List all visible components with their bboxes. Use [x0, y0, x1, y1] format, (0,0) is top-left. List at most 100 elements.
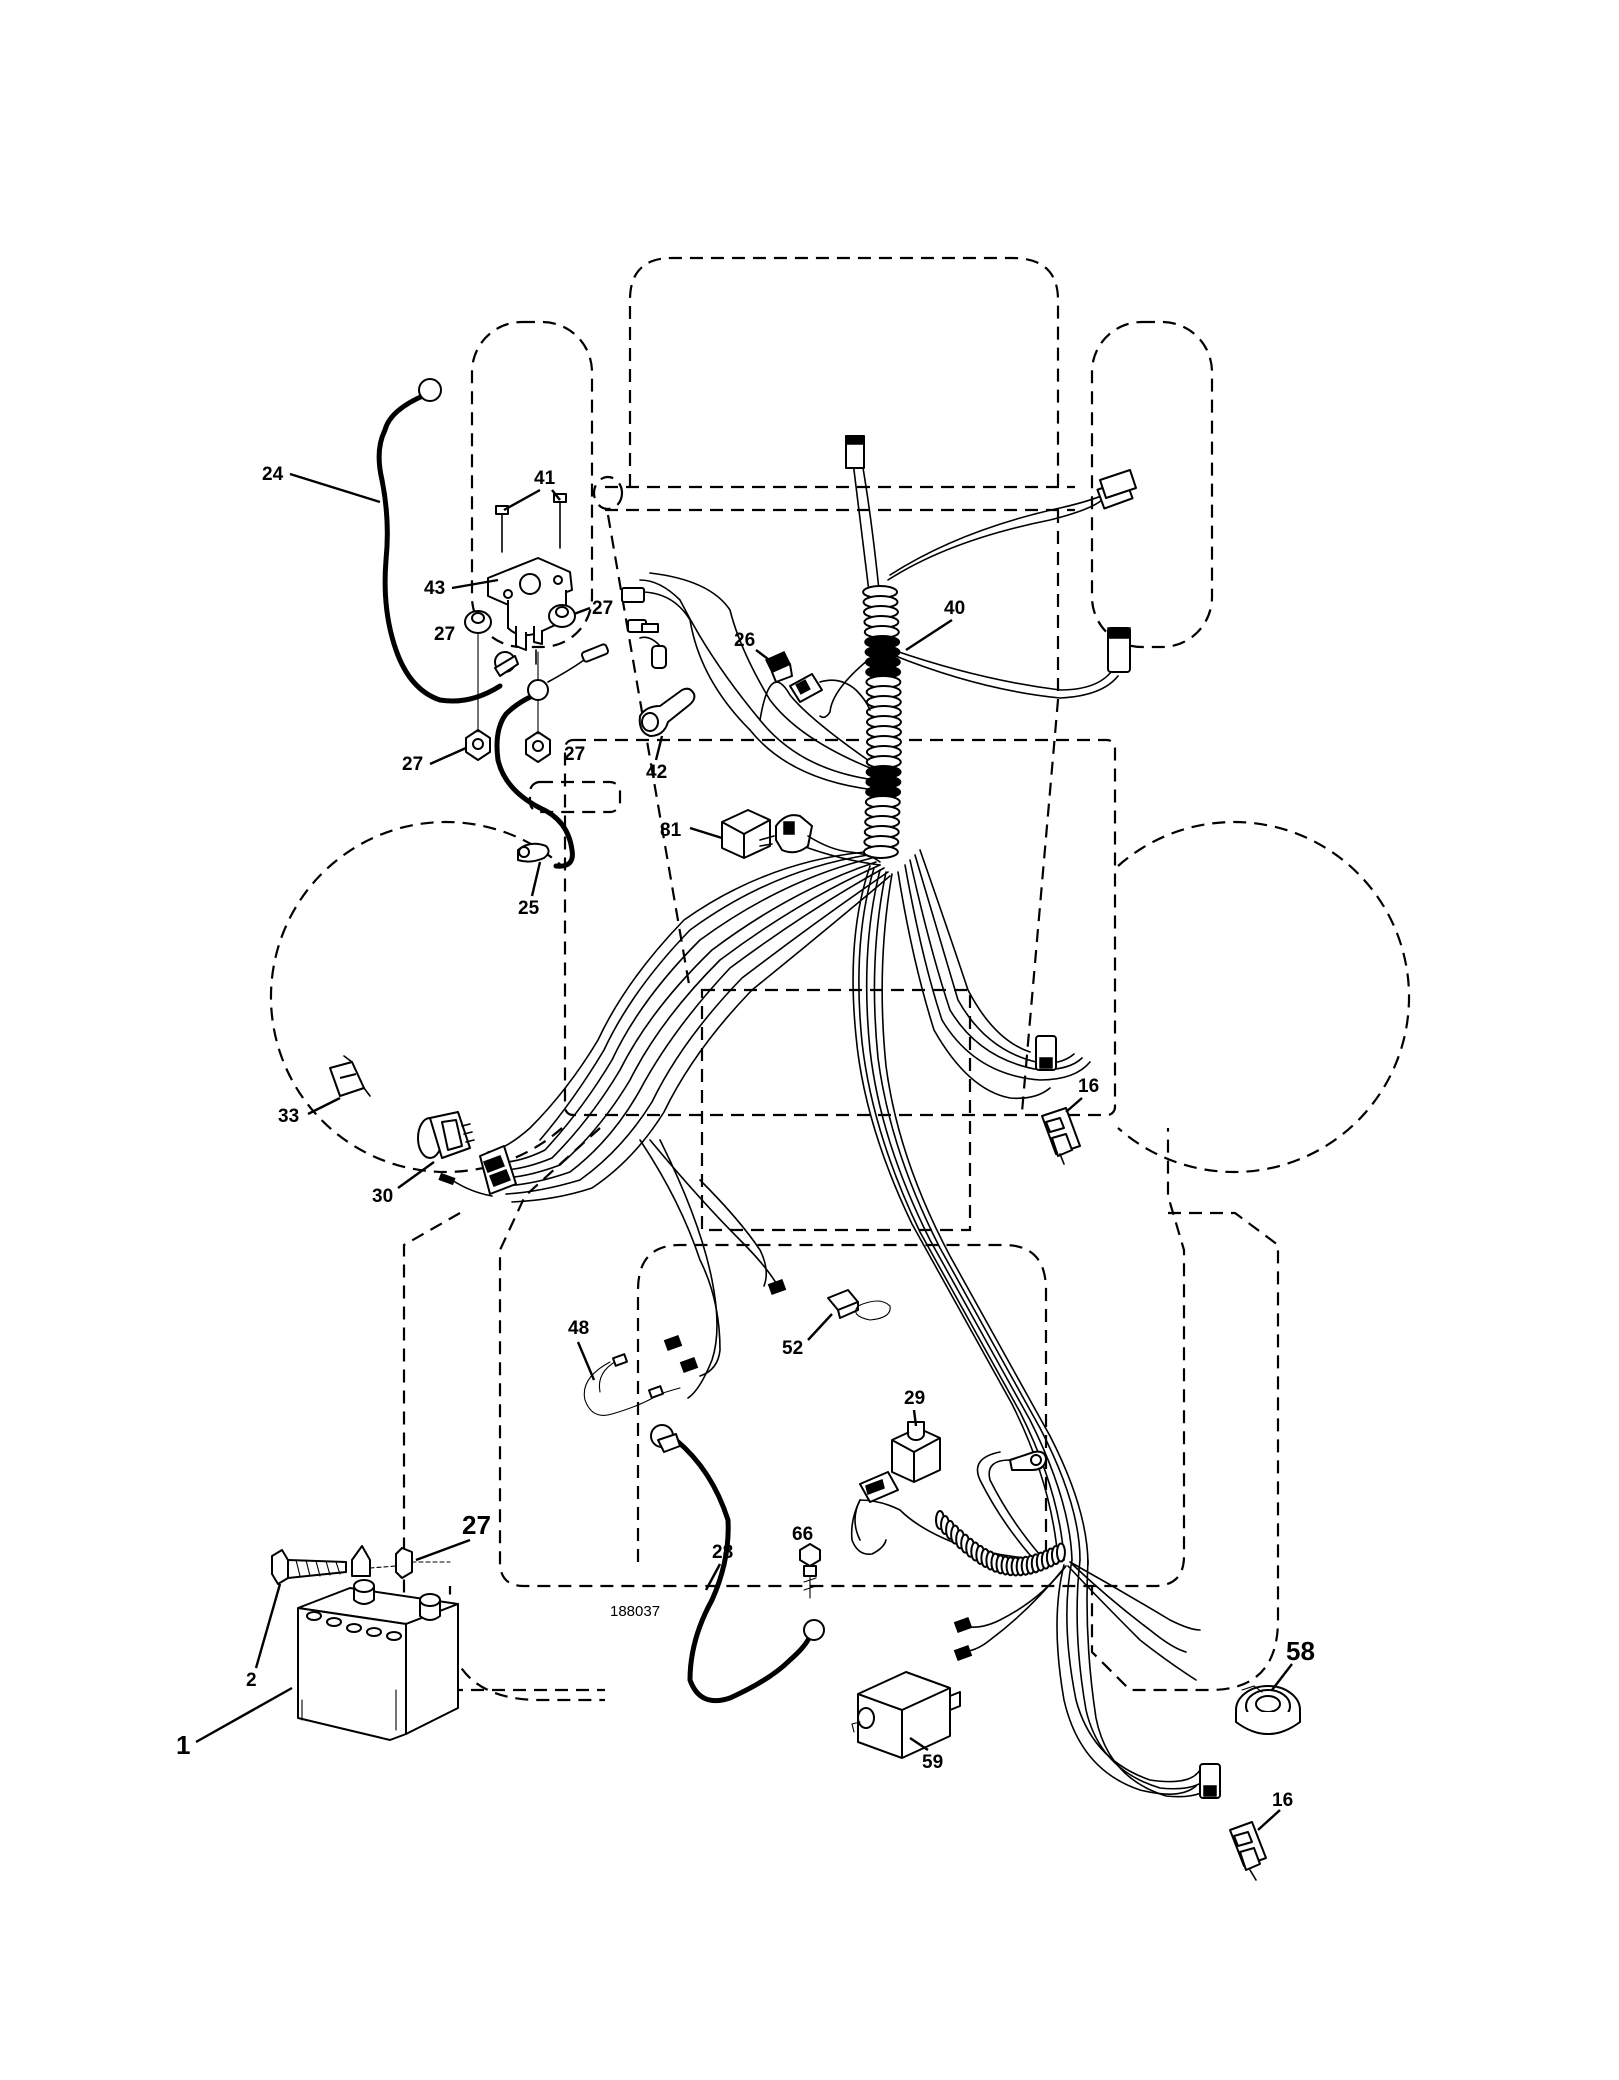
cable-24-ring-top — [418, 378, 442, 402]
branch-48-1 — [639, 1139, 721, 1377]
fuse-26 — [764, 651, 793, 683]
cable-25-ring-top — [527, 679, 549, 701]
callout-27-lower-right: 27 — [564, 744, 585, 765]
callout-30: 30 — [372, 1186, 393, 1207]
rear-right-wheel-outline — [1117, 820, 1411, 1174]
battery-1 — [297, 1579, 459, 1741]
plug-16-upper — [1041, 1107, 1081, 1165]
coil-ring — [1055, 1542, 1066, 1563]
switch-29-plug — [850, 1471, 899, 1556]
leader-16-lower — [1257, 1809, 1281, 1831]
junction-wire-6 — [1071, 1563, 1187, 1653]
junction-wire-3 — [1086, 1559, 1217, 1798]
leader-81 — [689, 826, 723, 840]
callout-1: 1 — [176, 1730, 190, 1760]
rear-right-tire-outline — [1090, 1211, 1280, 1692]
hood-outline — [628, 256, 1060, 487]
leader-27-solenoid-right — [573, 606, 591, 616]
branch-right-2 — [904, 864, 1091, 1081]
leader-42 — [654, 735, 664, 761]
wiring-harness — [487, 439, 1217, 1798]
trunk-wire-3 — [491, 861, 877, 1172]
coil-sleeve — [935, 1510, 1066, 1577]
ignition-switch-30 — [417, 1111, 475, 1159]
leader-52 — [807, 1313, 833, 1341]
ground-cable-28 — [650, 1424, 825, 1704]
fuse-holder — [621, 587, 667, 669]
cable-25-body — [494, 689, 575, 869]
leader-2 — [254, 1583, 282, 1669]
branch-52b — [699, 1179, 768, 1287]
cable-28-ring-bottom — [803, 1619, 825, 1641]
leader-41b — [551, 489, 561, 501]
connector-plug-upper — [1035, 1035, 1057, 1071]
harness-wire-upper-5 — [892, 649, 1115, 691]
diode-33 — [329, 1055, 371, 1097]
trunk-wire-5 — [489, 857, 873, 1164]
branch-right-3 — [914, 854, 1075, 1064]
callout-40: 40 — [944, 598, 965, 619]
front-axle-outline — [605, 485, 1075, 512]
harness-wire-fuse-2 — [634, 591, 876, 791]
leader-24 — [289, 472, 381, 504]
part-52 — [827, 1289, 891, 1321]
chassis-outline — [606, 510, 1060, 1113]
cable-24-body — [376, 392, 503, 704]
relay-socket — [775, 814, 881, 863]
harness-wire-upper-4 — [889, 491, 1111, 576]
callout-33: 33 — [278, 1106, 299, 1127]
callout-25: 25 — [518, 898, 540, 919]
plug-16-lower — [1229, 1821, 1267, 1881]
leader-30 — [397, 1161, 435, 1189]
leader-25 — [530, 861, 542, 897]
rear-left-tire-lower — [450, 1649, 605, 1702]
battery-side — [405, 1603, 459, 1735]
engine-deck-outline — [563, 738, 1117, 1117]
bolt-41-left — [495, 505, 509, 553]
junction-wire-4 — [1056, 1564, 1197, 1795]
callout-27-solenoid-right: 27 — [592, 598, 613, 619]
solenoid-pigtail-plug — [580, 643, 610, 663]
junction-wire-2 — [1076, 1559, 1211, 1790]
leader-41a — [503, 488, 541, 512]
front-pivot-outline — [592, 475, 624, 511]
branch-52 — [649, 1139, 781, 1291]
callout-28: 28 — [712, 1542, 733, 1563]
ground-cable-25 — [494, 679, 575, 869]
callout-26: 26 — [734, 630, 755, 651]
trunk-wire-1 — [489, 864, 881, 1180]
seat-outline — [636, 1243, 1048, 1562]
ground-lead-right2 — [976, 1451, 1031, 1556]
rear-left-wheel-outline — [269, 820, 563, 1174]
callout-2: 2 — [246, 1670, 257, 1691]
callout-48: 48 — [568, 1318, 589, 1339]
bolt-2 — [271, 1545, 451, 1585]
branch-right-5 — [919, 849, 1031, 1053]
rear-trunk-4 — [881, 873, 1089, 1566]
bolt-41-right — [553, 493, 567, 549]
branch-48-2 — [659, 1139, 718, 1399]
junction-wire-9 — [1067, 1565, 1197, 1681]
rear-trunk-1 — [865, 869, 1073, 1561]
front-right-wheel-outline — [1090, 320, 1214, 649]
battery-cable-24 — [376, 378, 519, 704]
junction-wire-1 — [1066, 1559, 1201, 1783]
leader-27-battery — [415, 1538, 471, 1562]
rear-trunk-5 — [852, 865, 1059, 1561]
battery-front — [297, 1607, 407, 1741]
screw-66 — [799, 1543, 821, 1599]
junction-wire-8 — [963, 1567, 1065, 1653]
sleeve-ring — [862, 845, 899, 859]
branch-right-4 — [897, 871, 1051, 1100]
harness-wire-fuse-4 — [759, 681, 876, 766]
tractor-outline — [269, 256, 1411, 1702]
harness-sleeve — [862, 585, 902, 859]
leader-59 — [909, 1737, 929, 1751]
nut-27-lower-right — [525, 731, 551, 763]
callout-42: 42 — [646, 762, 667, 783]
hood-connector-right-top — [1096, 469, 1137, 510]
relay-81 — [721, 809, 775, 859]
rear-trunk-3 — [858, 867, 1065, 1561]
leader-58 — [1271, 1663, 1293, 1691]
